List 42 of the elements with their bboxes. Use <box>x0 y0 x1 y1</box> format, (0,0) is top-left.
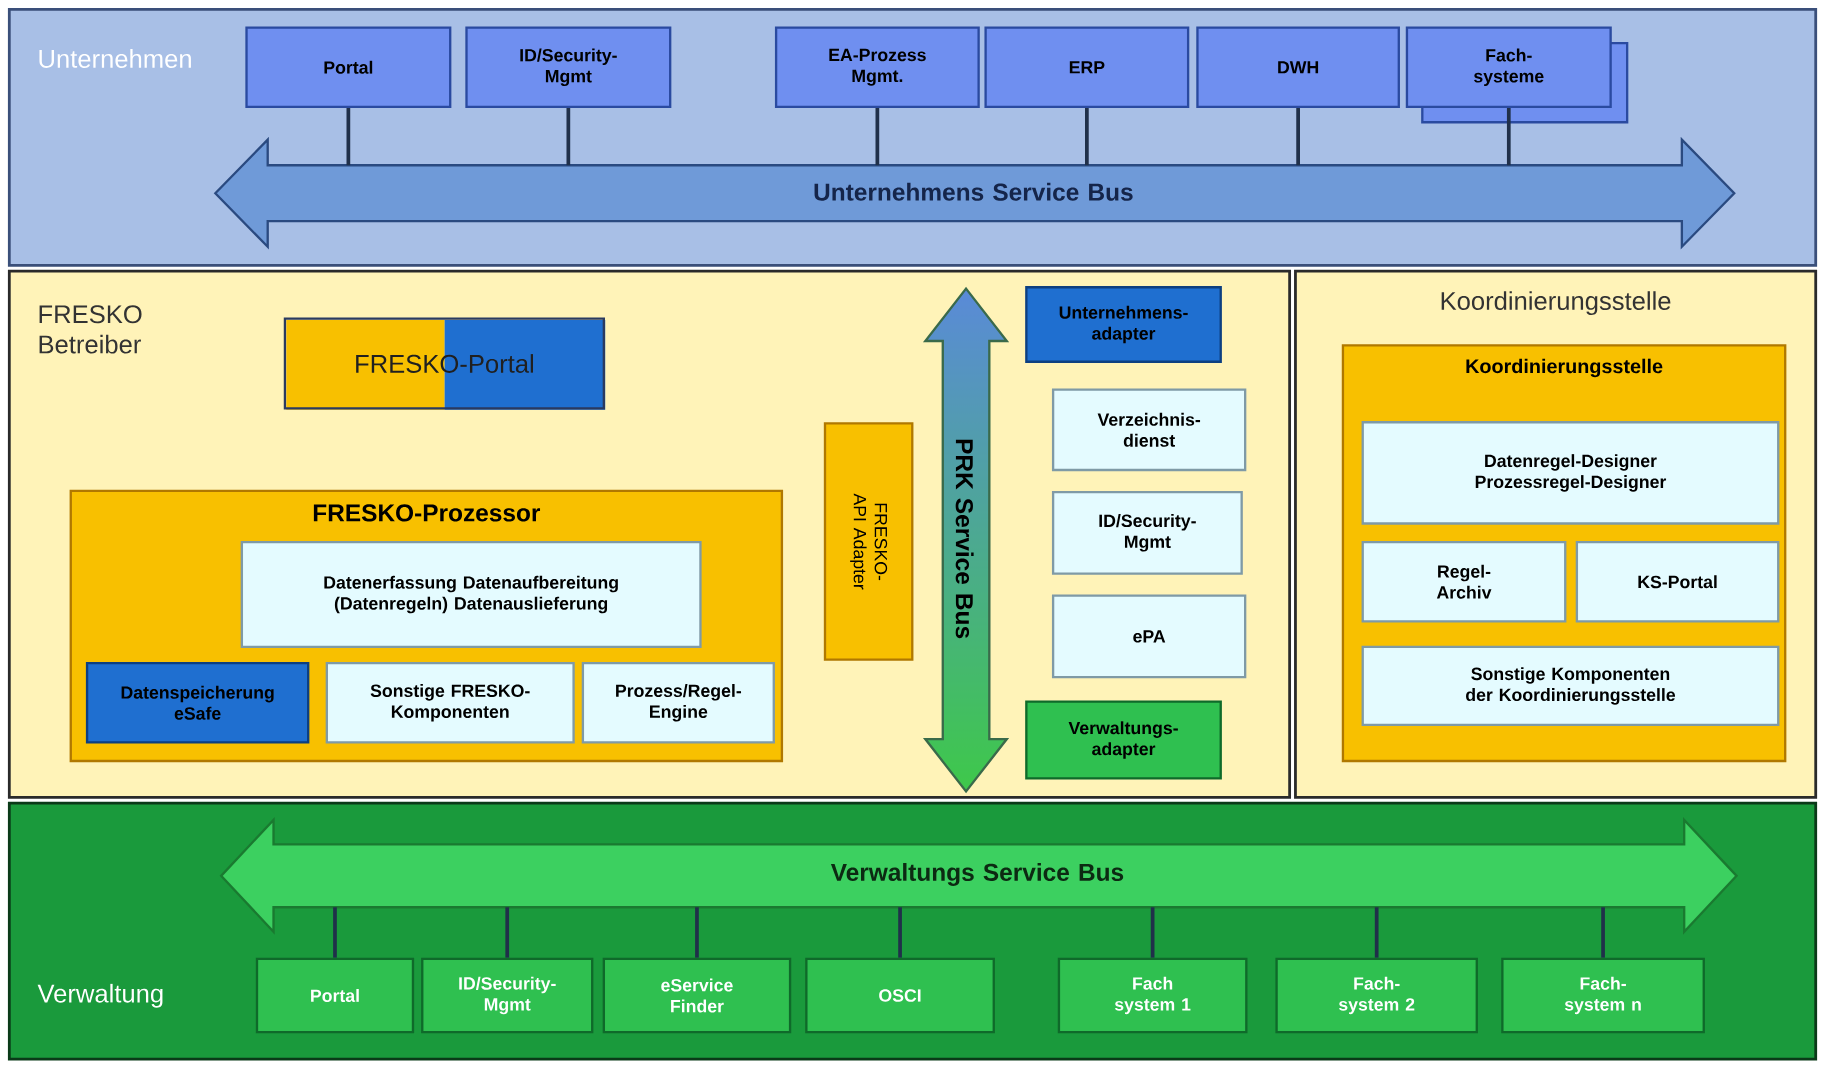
connector-line <box>566 108 571 166</box>
service-box: ID/Security-Mgmt <box>1051 490 1243 575</box>
connector-line <box>695 907 699 958</box>
system-stack-box: Fach-systeme <box>1405 26 1629 124</box>
system-box: ERP <box>984 26 1190 109</box>
connector-line <box>898 907 902 958</box>
adapter-box: FRESKO-API Adapter <box>823 422 914 661</box>
component-box: Datenspeicherung eSafe <box>85 662 310 744</box>
connector-line <box>333 907 337 958</box>
connector-line <box>1150 907 1155 958</box>
connector-line <box>1296 108 1300 166</box>
component-box: Sonstige FRESKO-Komponenten <box>325 662 575 744</box>
system-box: Fach-system 2 <box>1275 957 1478 1034</box>
system-box: Fach system 1 <box>1057 957 1248 1034</box>
system-box: DWH <box>1196 26 1400 109</box>
service-box: ePA <box>1051 594 1247 679</box>
component-box: Sonstige Komponenten der Koordinierungsstelle <box>1361 645 1780 727</box>
system-box: OSCI <box>805 957 995 1034</box>
component-box: Prozess/Regel-Engine <box>581 662 775 744</box>
connector-line <box>1374 907 1379 958</box>
system-box: EA-Prozess Mgmt. <box>774 26 980 109</box>
system-box: Fach-system n <box>1501 957 1705 1034</box>
connector-line <box>1506 108 1511 166</box>
connector-line <box>1085 108 1089 166</box>
component-box: KS-Portal <box>1575 541 1780 623</box>
system-box: eService Finder <box>602 957 792 1034</box>
component-box: Datenerfassung Datenaufbereitung (Datenregeln) Datenauslieferung <box>240 541 702 649</box>
connector-line <box>875 108 880 166</box>
service-box: Verzeichnis-dienst <box>1051 388 1247 472</box>
adapter-box: Verwaltungs-adapter <box>1025 700 1222 780</box>
system-box: Portal <box>255 957 415 1034</box>
component-box: Regel-Archiv <box>1361 541 1567 623</box>
connector-line <box>505 907 510 958</box>
portal-box: FRESKO-Portal <box>283 317 606 410</box>
adapter-box: Unternehmens-adapter <box>1025 286 1222 363</box>
system-box: ID/Security-Mgmt <box>421 957 594 1034</box>
system-box: ID/Security-Mgmt <box>465 26 672 109</box>
connector-line <box>1601 907 1605 958</box>
connector-line <box>346 108 351 166</box>
system-box: Portal <box>245 26 452 109</box>
component-box: Datenregel-Designer Prozessregel-Designer <box>1361 421 1780 525</box>
service-bus: Verwaltungs Service Bus <box>219 817 1739 935</box>
